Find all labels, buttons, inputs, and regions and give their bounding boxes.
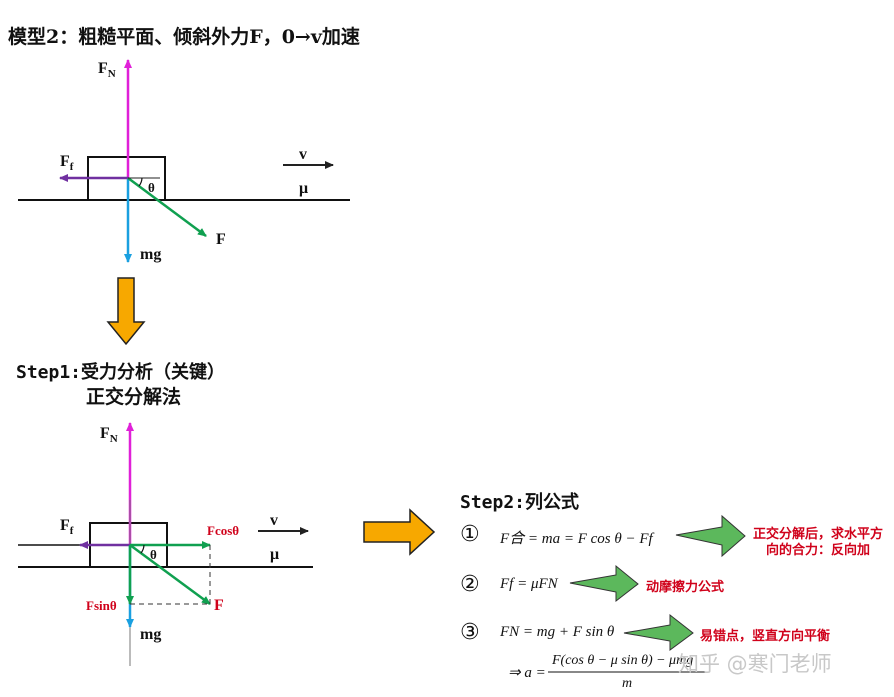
formula-1-number: ① — [460, 522, 480, 547]
formula-2-number: ② — [460, 572, 480, 597]
result-numerator: F(cos θ − μ sin θ) − μmg — [552, 653, 694, 668]
mg-label: mg — [140, 246, 162, 263]
theta-arc — [138, 177, 143, 187]
note-3: 易错点，竖直方向平衡 — [700, 629, 831, 644]
note-arrow-2 — [569, 564, 639, 603]
model-title: 模型2：粗糙平面、倾斜外力F，0→v加速 — [8, 26, 360, 48]
v-label: v — [299, 146, 307, 163]
step1-title: Step1:受力分析（关键） — [16, 362, 226, 383]
step2-title: Step2:列公式 — [460, 492, 580, 513]
result-denominator: m — [622, 676, 633, 691]
diagram2 — [18, 422, 313, 666]
theta-arc-2 — [140, 544, 145, 554]
ff-label: Ff — [60, 153, 74, 174]
result-prefix: ⇒ a = — [508, 665, 546, 681]
mu-label: μ — [299, 180, 309, 197]
f-label: F — [216, 231, 226, 248]
note-arrow-3 — [623, 613, 694, 651]
fn-label-2: FN — [100, 425, 118, 446]
note-1: 正交分解后，求水平方向的合力：反向加 — [752, 527, 883, 558]
mu-label-2: μ — [270, 546, 280, 563]
theta-label: θ — [148, 180, 155, 195]
fcos-label: Fcosθ — [207, 523, 240, 538]
ff-label-2: Ff — [60, 517, 74, 538]
right-arrow — [363, 508, 436, 556]
formula-1: F合 = ma = F cos θ − Ff — [500, 531, 653, 547]
note-arrow-1 — [675, 514, 746, 558]
formula-3: FN = mg + F sin θ — [500, 624, 615, 640]
applied-force-arrow-2 — [129, 543, 211, 606]
mg-label-2: mg — [140, 626, 162, 643]
fsin-label: Fsinθ — [86, 598, 117, 613]
f-label-2: F — [214, 597, 224, 614]
diagram1 — [18, 59, 350, 263]
theta-label-2: θ — [150, 547, 157, 562]
v-label-2: v — [270, 512, 278, 529]
applied-force-arrow — [127, 176, 207, 238]
formula-2: Ff = μFN — [500, 576, 558, 592]
note-2: 动摩擦力公式 — [646, 580, 725, 595]
down-arrow — [106, 277, 146, 346]
watermark: 知乎 @寒门老师 — [678, 652, 832, 676]
formula-3-number: ③ — [460, 620, 480, 645]
fn-label: FN — [98, 60, 116, 81]
step1-subtitle: 正交分解法 — [86, 386, 182, 408]
